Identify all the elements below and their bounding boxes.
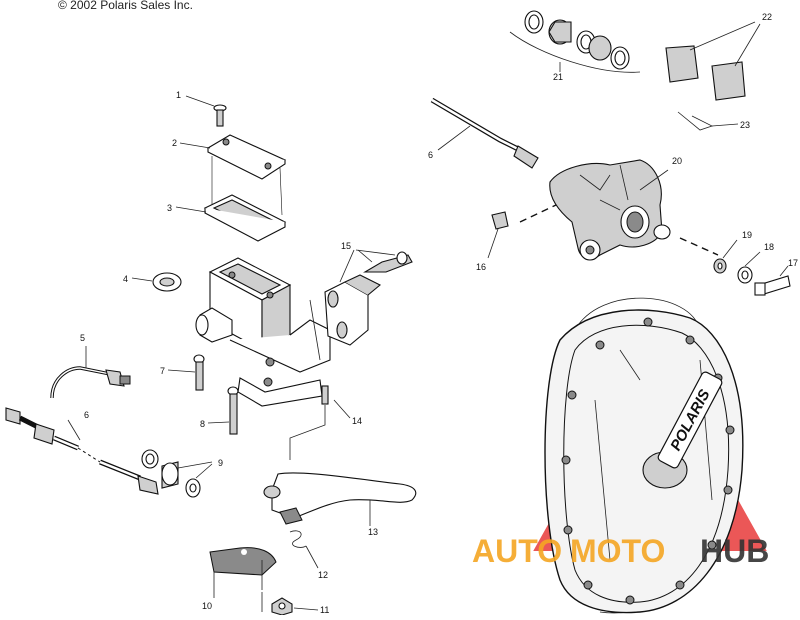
callout-12: 12 [318, 570, 328, 580]
callout-23: 23 [740, 120, 750, 130]
part-22-pads [665, 21, 761, 101]
callout-2: 2 [172, 138, 177, 148]
part-15-clamp [309, 249, 413, 361]
watermark-word-hub: HUB [700, 533, 769, 569]
chaincase-cover: POLARIS [544, 297, 744, 614]
callout-14: 14 [352, 416, 362, 426]
callout-17: 17 [788, 258, 798, 268]
part-11-nut [271, 597, 319, 616]
callout-9: 9 [218, 458, 223, 468]
callout-19: 19 [742, 230, 752, 240]
part-23-pin [677, 111, 739, 131]
part-16-bleeder [487, 211, 509, 259]
part-21-seals [509, 10, 641, 73]
watermark-word-moto: MOTO [570, 533, 665, 569]
part-6-lower-brake-hose [5, 407, 159, 495]
watermark-text: AUTO MOTO HUB [472, 533, 769, 569]
part-3-diaphragm [175, 194, 287, 242]
part-13-lever [263, 472, 417, 526]
callout-5: 5 [80, 333, 85, 343]
callout-labels: 1 2 3 4 5 6 6 7 8 9 10 11 12 13 14 15 16… [80, 12, 798, 615]
callout-11: 11 [320, 605, 329, 615]
parts-17-19-hardware [713, 239, 791, 296]
part-8-screw [207, 386, 239, 435]
cover-bolts [561, 317, 735, 605]
part-10-bracket [209, 547, 277, 612]
part-5-brake-switch [50, 346, 131, 399]
part-20-caliper [549, 159, 671, 261]
callout-4: 4 [123, 274, 128, 284]
callout-10: 10 [202, 601, 212, 611]
callout-6-upper: 6 [428, 150, 433, 160]
master-cylinder-body [195, 257, 331, 407]
callout-8: 8 [200, 419, 205, 429]
part-2-reservoir-cover [179, 134, 287, 216]
part-7-screw [167, 354, 205, 391]
callout-1: 1 [176, 90, 181, 100]
callout-20: 20 [672, 156, 682, 166]
part-1-screw [185, 95, 227, 127]
callout-13: 13 [368, 527, 378, 537]
part-9-washers [141, 449, 213, 498]
watermark-word-auto: AUTO [472, 533, 562, 569]
callout-7: 7 [160, 366, 165, 376]
leader-19-dashed [679, 237, 719, 256]
callout-18: 18 [764, 242, 774, 252]
callout-15: 15 [341, 241, 351, 251]
part-4-grommet [131, 272, 182, 292]
callout-21: 21 [553, 72, 563, 82]
cover-rim [563, 324, 730, 603]
leader-16-dashed [519, 204, 557, 223]
part-12-spring [279, 507, 319, 569]
callout-3: 3 [167, 203, 172, 213]
part-6-upper-brake-line [430, 97, 539, 169]
callout-16: 16 [476, 262, 486, 272]
cover-body [544, 309, 744, 614]
part-14-pin [289, 385, 351, 460]
copyright-notice: © 2002 Polaris Sales Inc. [58, 0, 193, 12]
callout-22: 22 [762, 12, 772, 22]
callout-6-lower: 6 [84, 410, 89, 420]
